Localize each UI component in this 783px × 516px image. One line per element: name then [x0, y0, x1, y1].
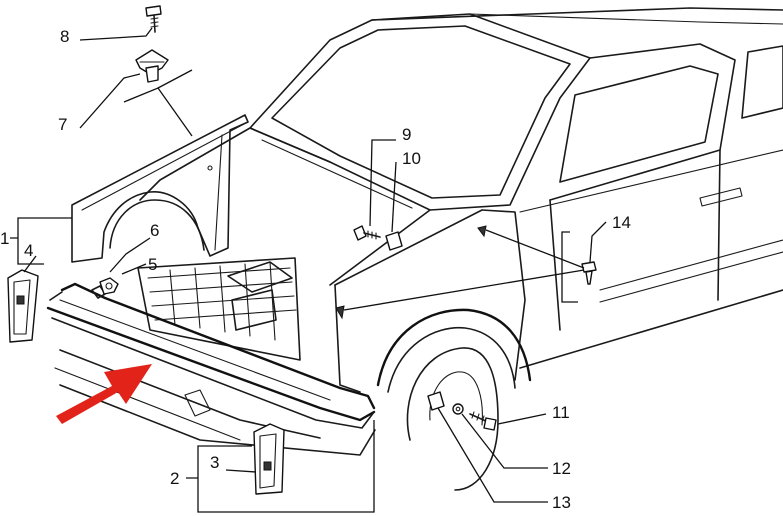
part-13-nut — [427, 391, 445, 411]
door-belt-line — [519, 149, 783, 213]
callout-2: 2 — [170, 469, 179, 488]
fender-top-flange — [81, 123, 245, 211]
front-wheel — [406, 347, 499, 491]
roof-inner-line — [469, 13, 783, 25]
fender-lower — [334, 284, 361, 393]
callout-13: 13 — [552, 493, 571, 512]
callout-1: 1 — [0, 229, 9, 248]
hood-outline — [139, 127, 431, 286]
callout-8: 8 — [60, 27, 69, 46]
door-handle — [699, 187, 743, 207]
fender-panel-outline — [71, 114, 249, 263]
part-3-bracket — [253, 423, 285, 495]
fender-rear-flange — [214, 134, 223, 251]
callout-4: 4 — [24, 241, 33, 260]
callout-6: 6 — [150, 221, 159, 240]
engine-bay — [137, 257, 301, 361]
callout-10: 10 — [402, 149, 421, 168]
callout-14: 14 — [612, 213, 631, 232]
windshield-frame — [249, 13, 591, 211]
car-body — [54, 7, 783, 491]
part-4-bracket — [7, 269, 39, 343]
roof-line — [371, 7, 783, 21]
hood-crease — [261, 139, 413, 209]
part-14-push-clip — [581, 261, 597, 285]
fixing-point-upper — [477, 225, 487, 238]
part-7-clip — [135, 49, 169, 83]
door-front-edge — [549, 199, 561, 331]
callout-9: 9 — [402, 125, 411, 144]
door-rear-edge — [717, 149, 721, 301]
callout-numbers: 8 7 1 4 6 5 9 10 14 11 12 13 2 3 — [0, 27, 631, 512]
fender-exploded — [71, 114, 249, 263]
rear-quarter-window — [741, 45, 783, 119]
bumper-lower-edge — [46, 306, 376, 422]
door-lower-edge — [519, 289, 783, 369]
part-11-bolt — [469, 411, 497, 431]
part-12-washer — [452, 403, 464, 415]
front-face-lower — [54, 367, 241, 441]
bumper-mid-line — [59, 299, 331, 401]
callout-5: 5 — [148, 255, 157, 274]
pointer-arrow — [56, 364, 152, 424]
part-10-clip-nut — [385, 231, 403, 251]
fixing-point-lower — [335, 305, 345, 320]
callout-12: 12 — [552, 459, 571, 478]
front-fender — [334, 209, 526, 381]
door-rub-strip — [599, 239, 783, 303]
wheel-arch-right — [376, 308, 532, 387]
part-5-nut — [99, 277, 119, 295]
part-8-screw — [145, 5, 162, 33]
a-pillar — [549, 43, 736, 201]
wheel-arch-inner — [387, 326, 516, 393]
bumper-upper-edge — [60, 282, 376, 410]
callout-11: 11 — [552, 403, 570, 422]
side-window — [559, 65, 719, 183]
front-bumper — [46, 282, 376, 429]
number-plate-recess — [184, 389, 211, 417]
leader-lines — [10, 27, 607, 513]
callout-7: 7 — [58, 115, 67, 134]
bumper-face — [49, 291, 375, 429]
part-9-screw — [353, 225, 381, 241]
fender-arch-edge — [109, 199, 205, 251]
fender-hole — [207, 165, 213, 171]
windshield-glass — [271, 25, 571, 199]
callout-3: 3 — [210, 453, 219, 472]
